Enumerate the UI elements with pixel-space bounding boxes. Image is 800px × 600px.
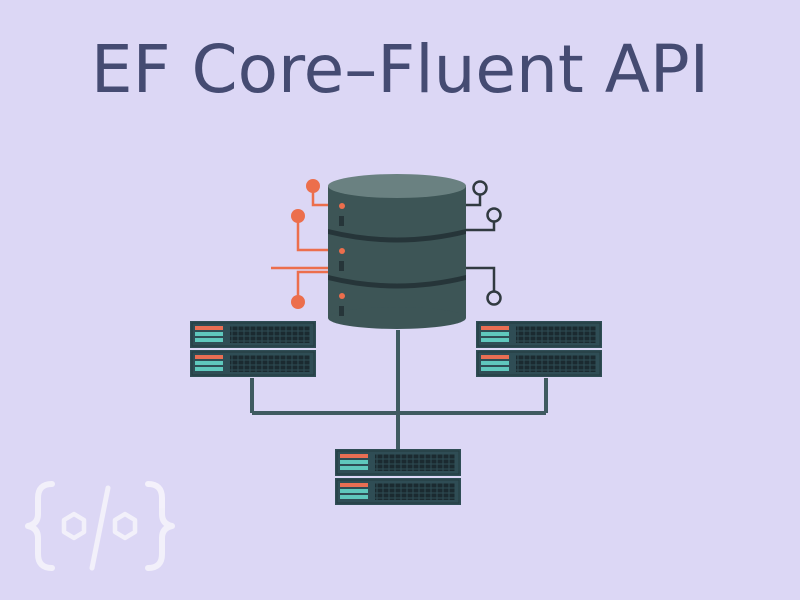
connector-right-1	[462, 195, 482, 207]
connector-dot-left-1	[306, 179, 320, 193]
database-bottom	[328, 307, 466, 329]
connector-left-dots	[291, 179, 320, 309]
page-title: EF Core–Fluent API	[90, 31, 710, 108]
connector-right-3	[462, 266, 496, 291]
server-rack-left	[190, 321, 316, 377]
database-slot-1	[339, 216, 344, 226]
connector-right-2	[462, 222, 496, 232]
logo-brace-right	[145, 481, 175, 571]
connector-dot-right-2	[486, 207, 502, 223]
database-top	[328, 174, 466, 198]
code-braces-logo-icon	[25, 481, 175, 571]
connector-dot-right-1	[472, 180, 488, 196]
connector-dot-right-3	[486, 290, 502, 306]
connector-right-dots	[472, 180, 502, 306]
connector-dot-left-2	[291, 209, 305, 223]
database-band-2	[328, 275, 466, 289]
server-rack-right	[476, 321, 602, 377]
connectors-right	[462, 195, 496, 291]
database-slot-2	[339, 261, 344, 271]
database-body	[328, 186, 466, 318]
server-rack-bottom	[335, 449, 461, 505]
database-band-1	[328, 229, 466, 243]
database-light-2	[339, 248, 345, 254]
database-light-3	[339, 293, 345, 299]
network-lines	[250, 330, 548, 452]
logo-slash	[89, 485, 111, 571]
database-light-1	[339, 203, 345, 209]
database-slot-3	[339, 306, 344, 316]
logo-hexagon-right	[112, 511, 138, 541]
connector-dot-left-3	[291, 295, 305, 309]
database-icon	[328, 174, 466, 329]
logo-brace-left	[25, 481, 55, 571]
logo-hexagon-left	[61, 511, 87, 541]
